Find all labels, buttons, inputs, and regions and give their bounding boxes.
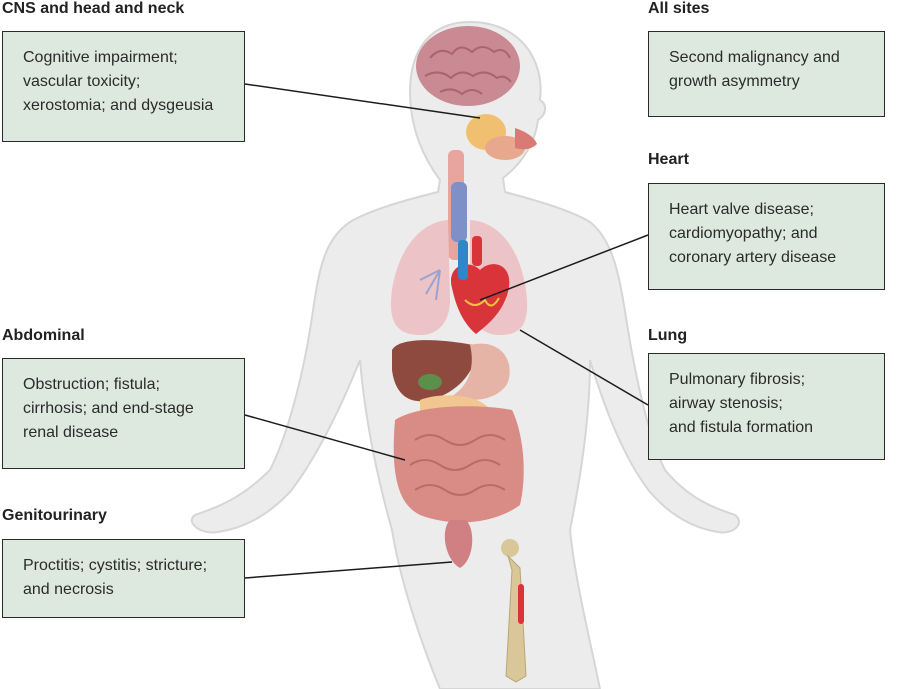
cns-line-3: xerostomia; and dysgeusia xyxy=(23,97,214,114)
all-sites-line-1: Second malignancy and xyxy=(669,49,840,66)
abdominal-line-2: cirrhosis; and end-stage xyxy=(23,400,194,417)
box-abdominal: Obstruction; fistula; cirrhosis; and end… xyxy=(2,358,245,469)
genitourinary-line-2: and necrosis xyxy=(23,581,114,598)
box-cns: Cognitive impairment; vascular toxicity;… xyxy=(2,31,245,142)
trachea xyxy=(448,150,467,260)
heading-genitourinary: Genitourinary xyxy=(2,507,107,524)
leader-line-lung xyxy=(519,329,649,406)
all-sites-line-2: growth asymmetry xyxy=(669,73,800,90)
genitourinary-line-1: Proctitis; cystitis; stricture; xyxy=(23,557,208,574)
heading-heart: Heart xyxy=(648,151,689,168)
leader-lines xyxy=(244,83,649,579)
heart xyxy=(450,236,510,334)
brain xyxy=(416,26,520,106)
salivary-glands xyxy=(466,114,537,160)
leader-line-genitourinary xyxy=(244,561,453,579)
leader-line-abdominal xyxy=(244,414,406,461)
heading-cns: CNS and head and neck xyxy=(2,0,185,17)
abdominal-line-3: renal disease xyxy=(23,424,119,441)
cns-line-1: Cognitive impairment; xyxy=(23,49,178,66)
femur-bone xyxy=(501,539,527,683)
lung-line-3: and fistula formation xyxy=(669,419,814,436)
abdominal-line-1: Obstruction; fistula; xyxy=(23,376,160,393)
bladder xyxy=(444,520,473,568)
box-genitourinary: Proctitis; cystitis; stricture; and necr… xyxy=(2,539,245,618)
cns-line-2: vascular toxicity; xyxy=(23,73,141,90)
liver xyxy=(392,340,478,402)
heading-lung: Lung xyxy=(648,327,688,344)
heart-line-1: Heart valve disease; xyxy=(669,201,814,218)
box-all-sites: Second malignancy and growth asymmetry xyxy=(648,31,885,117)
heart-line-3: coronary artery disease xyxy=(669,249,837,266)
intestines xyxy=(393,406,524,523)
heart-line-2: cardiomyopathy; and xyxy=(669,225,818,242)
leader-line-heart xyxy=(479,234,649,301)
box-lung: Pulmonary fibrosis; airway stenosis; and… xyxy=(648,353,885,460)
heading-abdominal: Abdominal xyxy=(2,327,85,344)
lung-line-1: Pulmonary fibrosis; xyxy=(669,371,806,388)
leader-line-cns xyxy=(244,83,481,119)
heading-all-sites: All sites xyxy=(648,0,710,17)
lung-line-2: airway stenosis; xyxy=(669,395,783,412)
box-heart: Heart valve disease; cardiomyopathy; and… xyxy=(648,183,885,290)
